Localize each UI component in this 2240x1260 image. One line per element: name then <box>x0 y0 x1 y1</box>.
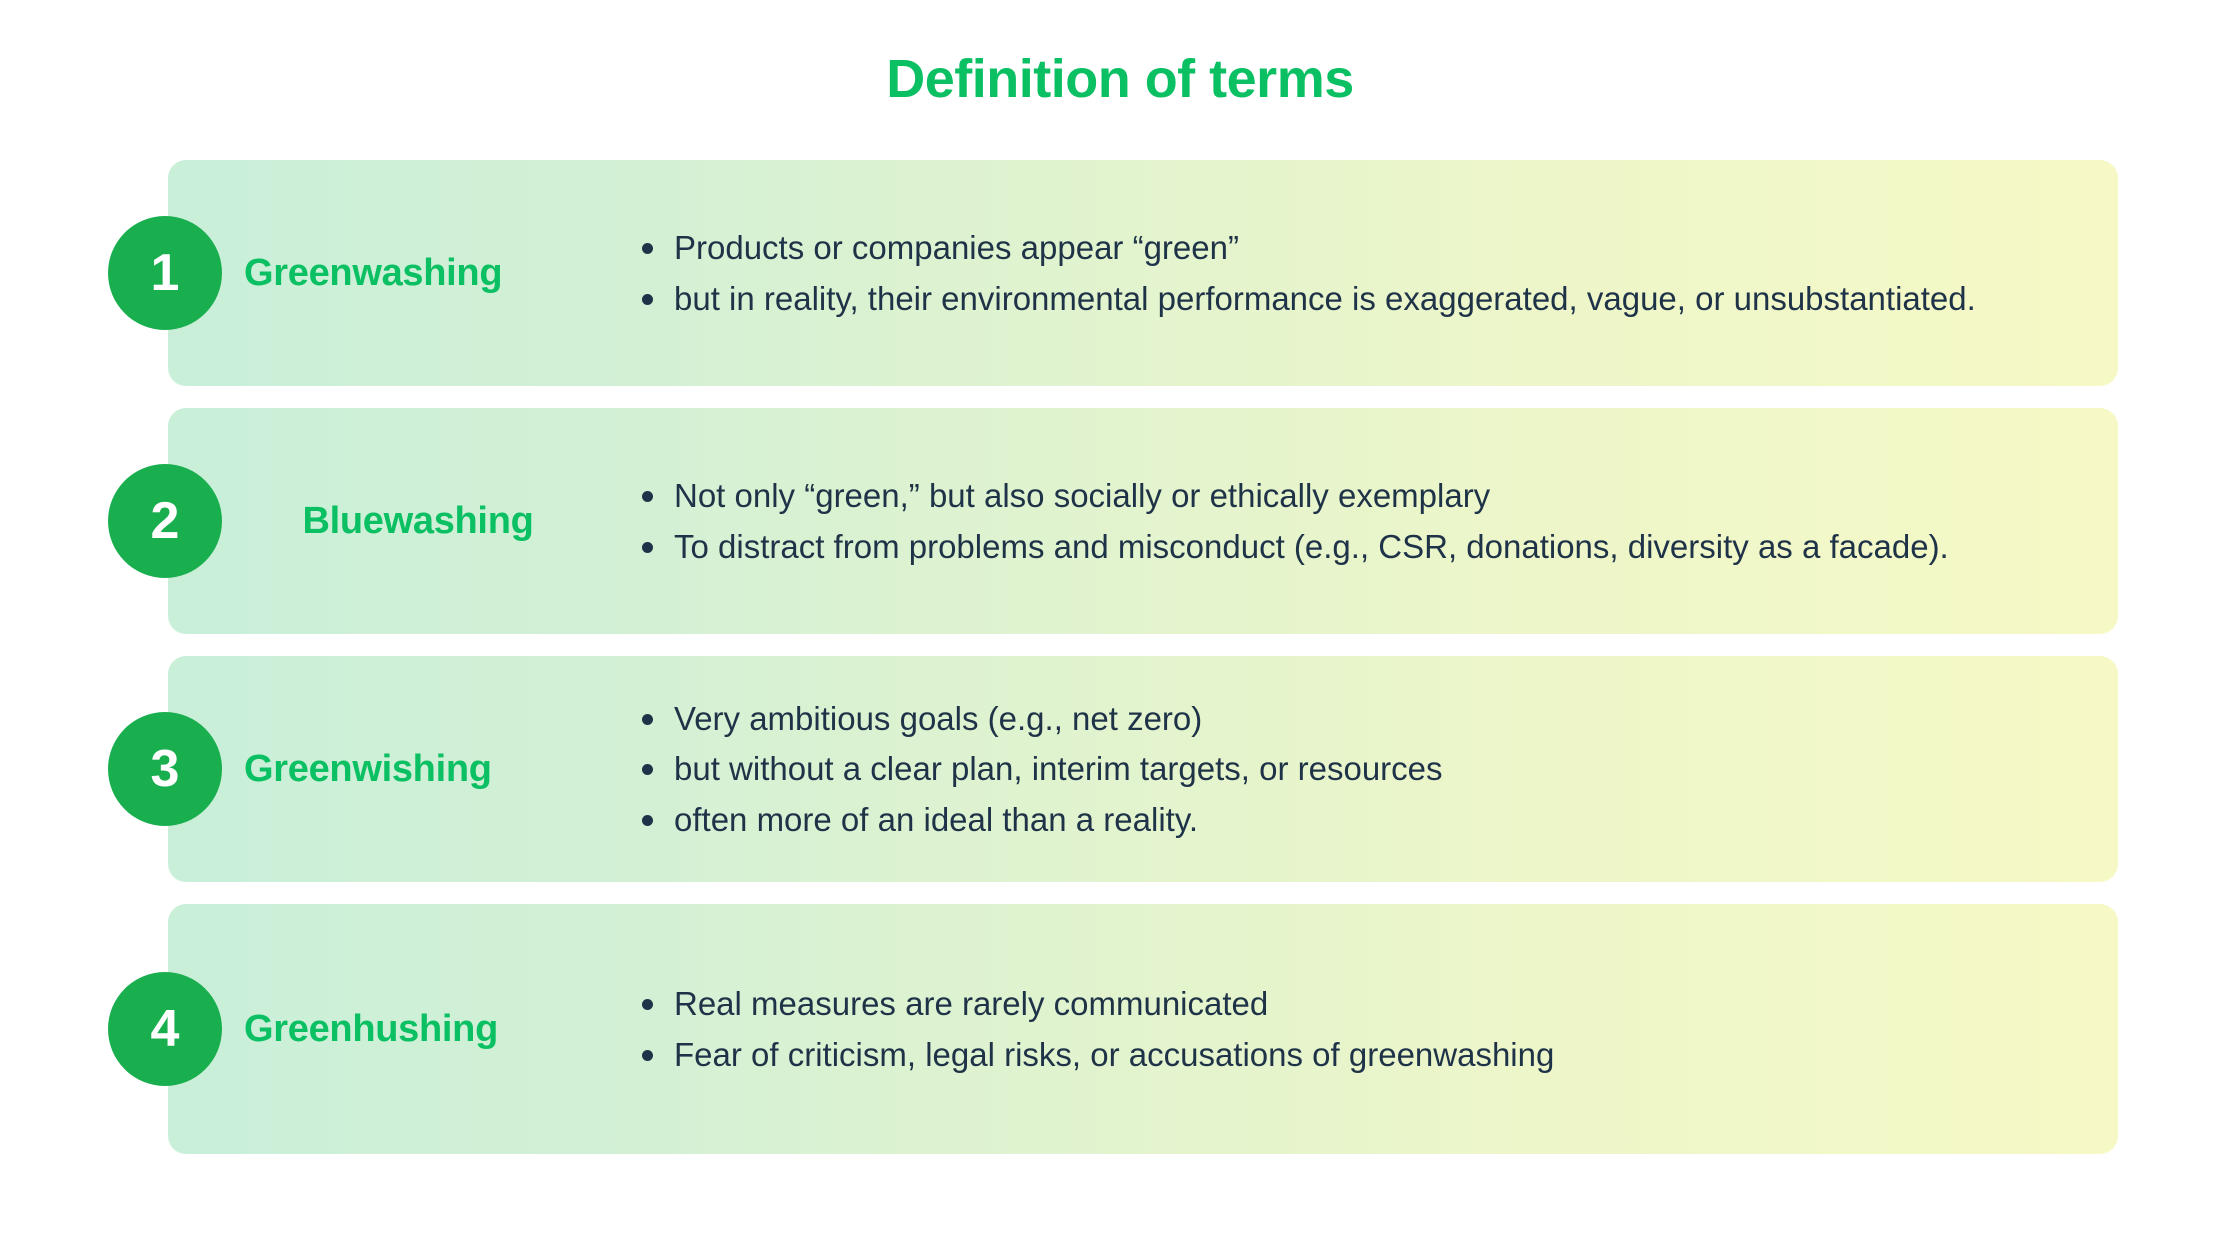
term-row: 1 Greenwashing Products or companies app… <box>108 160 2118 386</box>
page-title: Definition of terms <box>886 49 1354 109</box>
bullet-icon <box>642 541 653 553</box>
bullet-icon <box>642 999 653 1011</box>
term-number: 2 <box>150 492 180 550</box>
list-item: Products or companies appear “green” <box>638 224 2058 271</box>
term-points: Products or companies appear “green” but… <box>638 224 2118 321</box>
term-name: Greenwishing <box>244 747 492 790</box>
list-item-text: Fear of criticism, legal risks, or accus… <box>674 1035 1555 1073</box>
list-item-text: Not only “green,” but also socially or e… <box>674 477 1491 515</box>
term-number-badge: 2 <box>108 464 222 578</box>
term-number-badge: 1 <box>108 216 222 330</box>
term-number: 1 <box>150 244 180 302</box>
bullet-icon <box>642 714 653 726</box>
list-item-text: Real measures are rarely communicated <box>674 985 1269 1023</box>
term-name: Greenhushing <box>244 1007 498 1050</box>
list-item-text: Products or companies appear “green” <box>674 229 1239 267</box>
term-points: Real measures are rarely communicated Fe… <box>638 980 2118 1077</box>
bullet-icon <box>642 1049 653 1061</box>
list-item: Fear of criticism, legal risks, or accus… <box>638 1031 2058 1078</box>
term-row: 3 Greenwishing Very ambitious goals (e.g… <box>108 656 2118 882</box>
list-item-text: Very ambitious goals (e.g., net zero) <box>674 700 1203 738</box>
list-item: often more of an ideal than a reality. <box>638 796 2058 843</box>
bullet-icon <box>642 491 653 503</box>
list-item: but without a clear plan, interim target… <box>638 745 2058 792</box>
list-item: Not only “green,” but also socially or e… <box>638 472 2058 519</box>
list-item: Very ambitious goals (e.g., net zero) <box>638 695 2058 742</box>
bullet-icon <box>642 814 653 826</box>
list-item: but in reality, their environmental perf… <box>638 275 2058 322</box>
bullet-icon <box>642 293 653 305</box>
bullet-icon <box>642 764 653 776</box>
list-item-text: often more of an ideal than a reality. <box>674 800 1199 838</box>
list-item-text: but in reality, their environmental perf… <box>674 279 1976 317</box>
term-row: 4 Greenhushing Real measures are rarely … <box>108 904 2118 1154</box>
term-row: 2 Bluewashing Not only “green,” but also… <box>108 408 2118 634</box>
list-item-text: To distract from problems and misconduct… <box>674 527 1949 565</box>
list-item: To distract from problems and misconduct… <box>638 523 2058 570</box>
bullet-icon <box>642 243 653 255</box>
term-number-badge: 4 <box>108 972 222 1086</box>
term-number-badge: 3 <box>108 712 222 826</box>
term-number: 3 <box>150 740 180 798</box>
list-item: Real measures are rarely communicated <box>638 980 2058 1027</box>
terms-list: 1 Greenwashing Products or companies app… <box>108 160 2118 1154</box>
term-number: 4 <box>150 1000 180 1058</box>
term-name: Bluewashing <box>302 499 534 542</box>
term-name: Greenwashing <box>244 251 503 294</box>
term-points: Very ambitious goals (e.g., net zero) bu… <box>638 695 2118 843</box>
term-points: Not only “green,” but also socially or e… <box>638 472 2118 569</box>
list-item-text: but without a clear plan, interim target… <box>674 750 1443 788</box>
